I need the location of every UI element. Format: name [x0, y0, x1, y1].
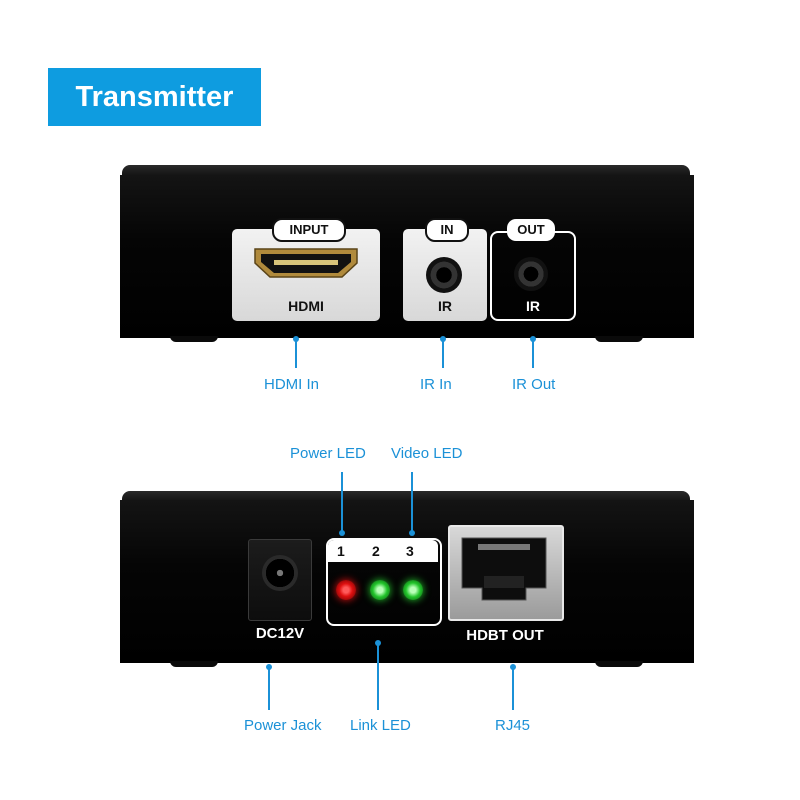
- ir-in-callout: IR In: [420, 376, 452, 393]
- hdmi-input-frame-label: INPUT: [272, 218, 346, 242]
- led-panel: [326, 538, 442, 626]
- led-number-3: 3: [406, 543, 414, 559]
- link-led-callout-dot: [375, 640, 381, 646]
- ir-in-frame-text: IN: [440, 222, 454, 237]
- front-device: INPUT HDMI IN IR OUT IR HDMI In IR In IR…: [120, 165, 694, 393]
- power-led-callout-dot: [339, 530, 345, 536]
- ir-in-callout-dot: [440, 336, 446, 342]
- ir-out-callout: IR Out: [512, 376, 556, 393]
- ir-out-callout-dot: [530, 336, 536, 342]
- rj45-callout: RJ45: [495, 717, 531, 734]
- title-text: Transmitter: [75, 81, 234, 113]
- video-led-callout-dot: [409, 530, 415, 536]
- hdmi-port-label: HDMI: [288, 298, 324, 314]
- led-number-2: 2: [372, 543, 380, 559]
- rear-device: DC12V 1 2 3 HDBT OUT Power LED Video LED…: [0, 400, 800, 800]
- rear-foot-left: [170, 661, 218, 667]
- ir-out-port-label: IR: [526, 298, 540, 314]
- rear-foot-right: [595, 661, 643, 667]
- ir-in-port-label: IR: [438, 298, 452, 314]
- power-jack-callout: Power Jack: [244, 717, 322, 734]
- video-led-callout: Video LED: [391, 445, 463, 462]
- led-2-green: [370, 580, 390, 600]
- ir-out-frame-label: OUT: [507, 219, 555, 241]
- led-1-red: [336, 580, 356, 600]
- link-led-callout: Link LED: [350, 717, 411, 734]
- power-jack-callout-dot: [266, 664, 272, 670]
- ir-in-jack-icon[interactable]: [426, 257, 462, 293]
- ir-out-callout-line: [532, 340, 534, 368]
- rj45-callout-line: [512, 668, 514, 710]
- hdmi-in-callout: HDMI In: [264, 376, 320, 393]
- ir-in-frame-label: IN: [425, 218, 469, 242]
- hdmi-port-icon[interactable]: [252, 246, 360, 280]
- hdmi-frame-text: INPUT: [289, 222, 329, 237]
- title-badge: Transmitter: [48, 68, 261, 126]
- hdmi-in-callout-line: [295, 340, 297, 368]
- rj45-callout-dot: [510, 664, 516, 670]
- ir-out-frame-text: OUT: [517, 222, 545, 237]
- video-led-callout-line: [411, 472, 413, 532]
- link-led-callout-line: [377, 644, 379, 710]
- hdmi-in-callout-dot: [293, 336, 299, 342]
- led-number-1: 1: [337, 543, 345, 559]
- led-3-green: [403, 580, 423, 600]
- front-foot-right: [595, 336, 643, 342]
- power-led-callout: Power LED: [290, 445, 366, 462]
- front-foot-left: [170, 336, 218, 342]
- front-device-top-edge: [122, 165, 690, 177]
- rj45-port-icon[interactable]: [458, 536, 550, 610]
- ir-out-jack-icon[interactable]: [514, 257, 548, 291]
- ir-in-callout-line: [442, 340, 444, 368]
- dc-label: DC12V: [255, 625, 305, 642]
- power-led-callout-line: [341, 472, 343, 532]
- hdbt-label: HDBT OUT: [466, 627, 544, 644]
- power-jack-callout-line: [268, 668, 270, 710]
- led-number-strip: [328, 540, 438, 562]
- power-jack-icon[interactable]: [262, 555, 298, 591]
